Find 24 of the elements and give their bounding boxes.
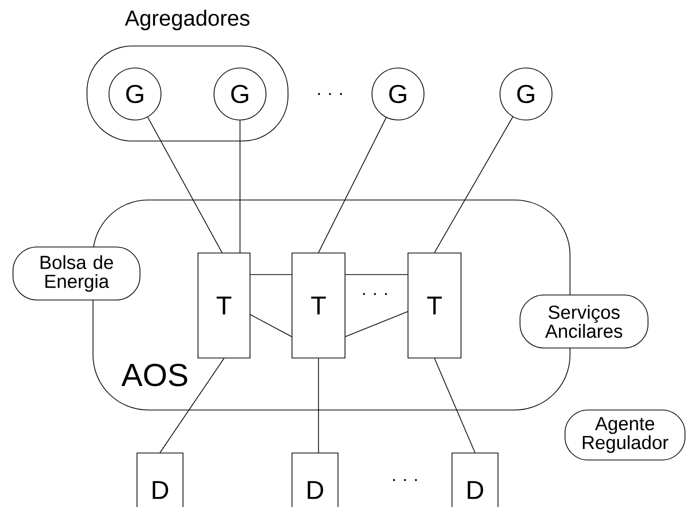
connector-line xyxy=(318,117,387,253)
connector-line xyxy=(345,311,408,337)
connector-line xyxy=(160,358,224,453)
entity-box: Agente Regulador xyxy=(564,410,686,460)
connector-line xyxy=(147,116,222,253)
entity-box: Bolsa de Energia xyxy=(12,246,140,300)
connector-line xyxy=(250,274,292,275)
connector-line xyxy=(434,358,476,453)
unit-box: T xyxy=(198,252,250,358)
unit-box: D xyxy=(136,452,184,507)
entity-box: Serviços Ancilares xyxy=(520,294,648,348)
box-label: AOS xyxy=(121,364,188,386)
connector-line xyxy=(434,116,514,253)
unit-box: D xyxy=(292,452,338,507)
heading-text: Agregadores xyxy=(124,10,250,30)
unit-box: T xyxy=(292,252,346,358)
ellipsis-dots: · · · xyxy=(363,293,387,295)
connector-line xyxy=(318,358,319,453)
ellipsis-dots: · · · xyxy=(318,93,342,95)
unit-box: T xyxy=(408,252,462,358)
connector-line xyxy=(345,274,408,275)
connector-line xyxy=(250,314,292,337)
ellipsis-dots: · · · xyxy=(393,479,417,481)
unit-box: D xyxy=(452,452,498,507)
